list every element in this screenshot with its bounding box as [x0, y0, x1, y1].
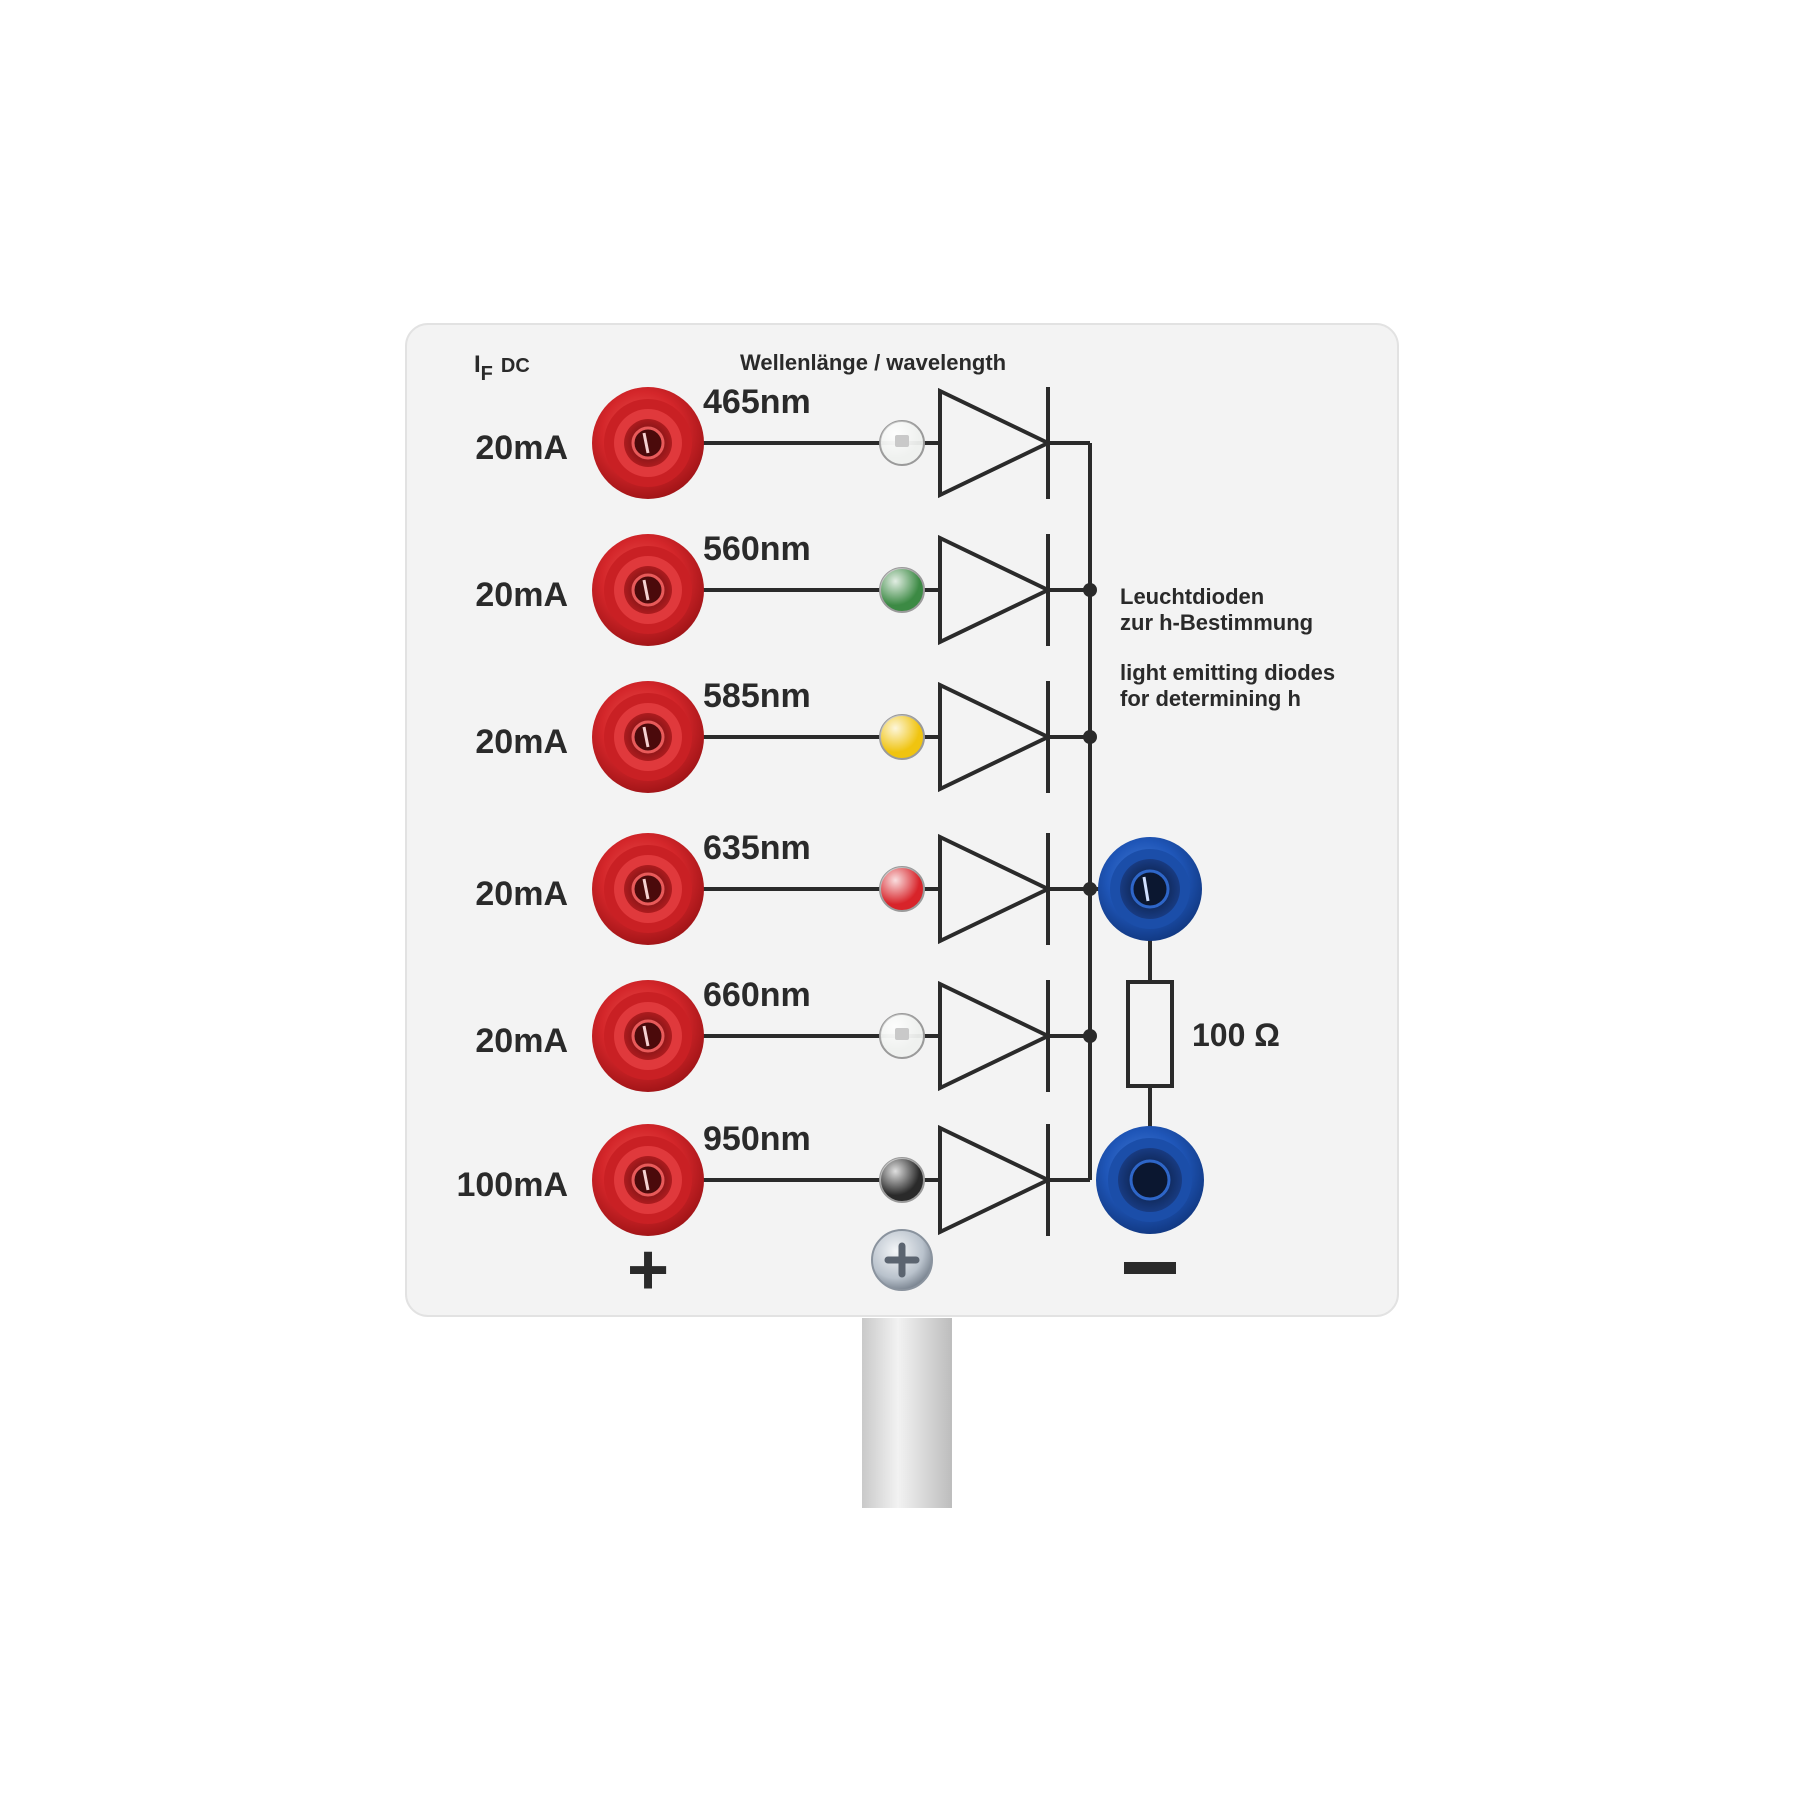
wavelength-label: 465nm: [703, 383, 811, 421]
positive-socket[interactable]: [592, 387, 704, 499]
screw-icon: [871, 1229, 933, 1291]
resistor-label: 100 Ω: [1192, 1017, 1280, 1053]
description-de-line1: Leuchtdioden: [1120, 584, 1264, 609]
negative-socket-upper[interactable]: [1098, 837, 1202, 941]
diode-symbol: [938, 387, 1053, 499]
led-yellow: [879, 714, 925, 760]
diode-symbol: [938, 980, 1053, 1092]
positive-socket[interactable]: [592, 980, 704, 1092]
current-label: 100mA: [456, 1166, 568, 1204]
led-rows: 20mA465nm20mA560nm20mA585nm20mA635nm20mA…: [456, 383, 1097, 1236]
led-clear: [879, 420, 925, 466]
support-rod: [862, 1318, 952, 1508]
bus-junction-dot: [1083, 730, 1097, 744]
led-row: 20mA 660nm: [475, 976, 1097, 1092]
led-row: 20mA 635nm: [475, 829, 1097, 945]
diode-symbol: [938, 534, 1053, 646]
current-label: 20mA: [475, 875, 568, 913]
minus-symbol: [1124, 1262, 1176, 1274]
diode-symbol: [938, 833, 1053, 945]
description-de-line2: zur h-Bestimmung: [1120, 610, 1313, 635]
description-text: Leuchtdioden zur h-Bestimmung light emit…: [1120, 584, 1335, 711]
led-row: 100mA 950nm: [456, 1120, 1090, 1236]
bus-junction-dot: [1083, 882, 1097, 896]
positive-socket[interactable]: [592, 681, 704, 793]
diode-symbol: [938, 1124, 1053, 1236]
led-row: 20mA 465nm: [475, 383, 1090, 499]
positive-socket[interactable]: [592, 1124, 704, 1236]
current-label: 20mA: [475, 723, 568, 761]
diode-symbol: [938, 681, 1053, 793]
plus-symbol: +: [627, 1230, 669, 1310]
negative-socket-lower[interactable]: [1096, 1126, 1204, 1234]
current-label: 20mA: [475, 576, 568, 614]
wavelength-label: 635nm: [703, 829, 811, 867]
led-green: [879, 567, 925, 613]
led-row: 20mA 560nm: [475, 530, 1097, 646]
wavelength-label: 950nm: [703, 1120, 811, 1158]
led-red: [879, 866, 925, 912]
description-en-line2: for determining h: [1120, 686, 1301, 711]
led-row: 20mA 585nm: [475, 677, 1097, 793]
positive-socket[interactable]: [592, 534, 704, 646]
wavelength-header: Wellenlänge / wavelength: [740, 350, 1006, 375]
wavelength-label: 660nm: [703, 976, 811, 1014]
bus-junction-dot: [1083, 583, 1097, 597]
current-label: 20mA: [475, 429, 568, 467]
led-dark: [879, 1157, 925, 1203]
wavelength-label: 560nm: [703, 530, 811, 568]
description-en-line1: light emitting diodes: [1120, 660, 1335, 685]
bus-junction-dot: [1083, 1029, 1097, 1043]
current-label: 20mA: [475, 1022, 568, 1060]
led-clear: [879, 1013, 925, 1059]
positive-socket[interactable]: [592, 833, 704, 945]
wavelength-label: 585nm: [703, 677, 811, 715]
